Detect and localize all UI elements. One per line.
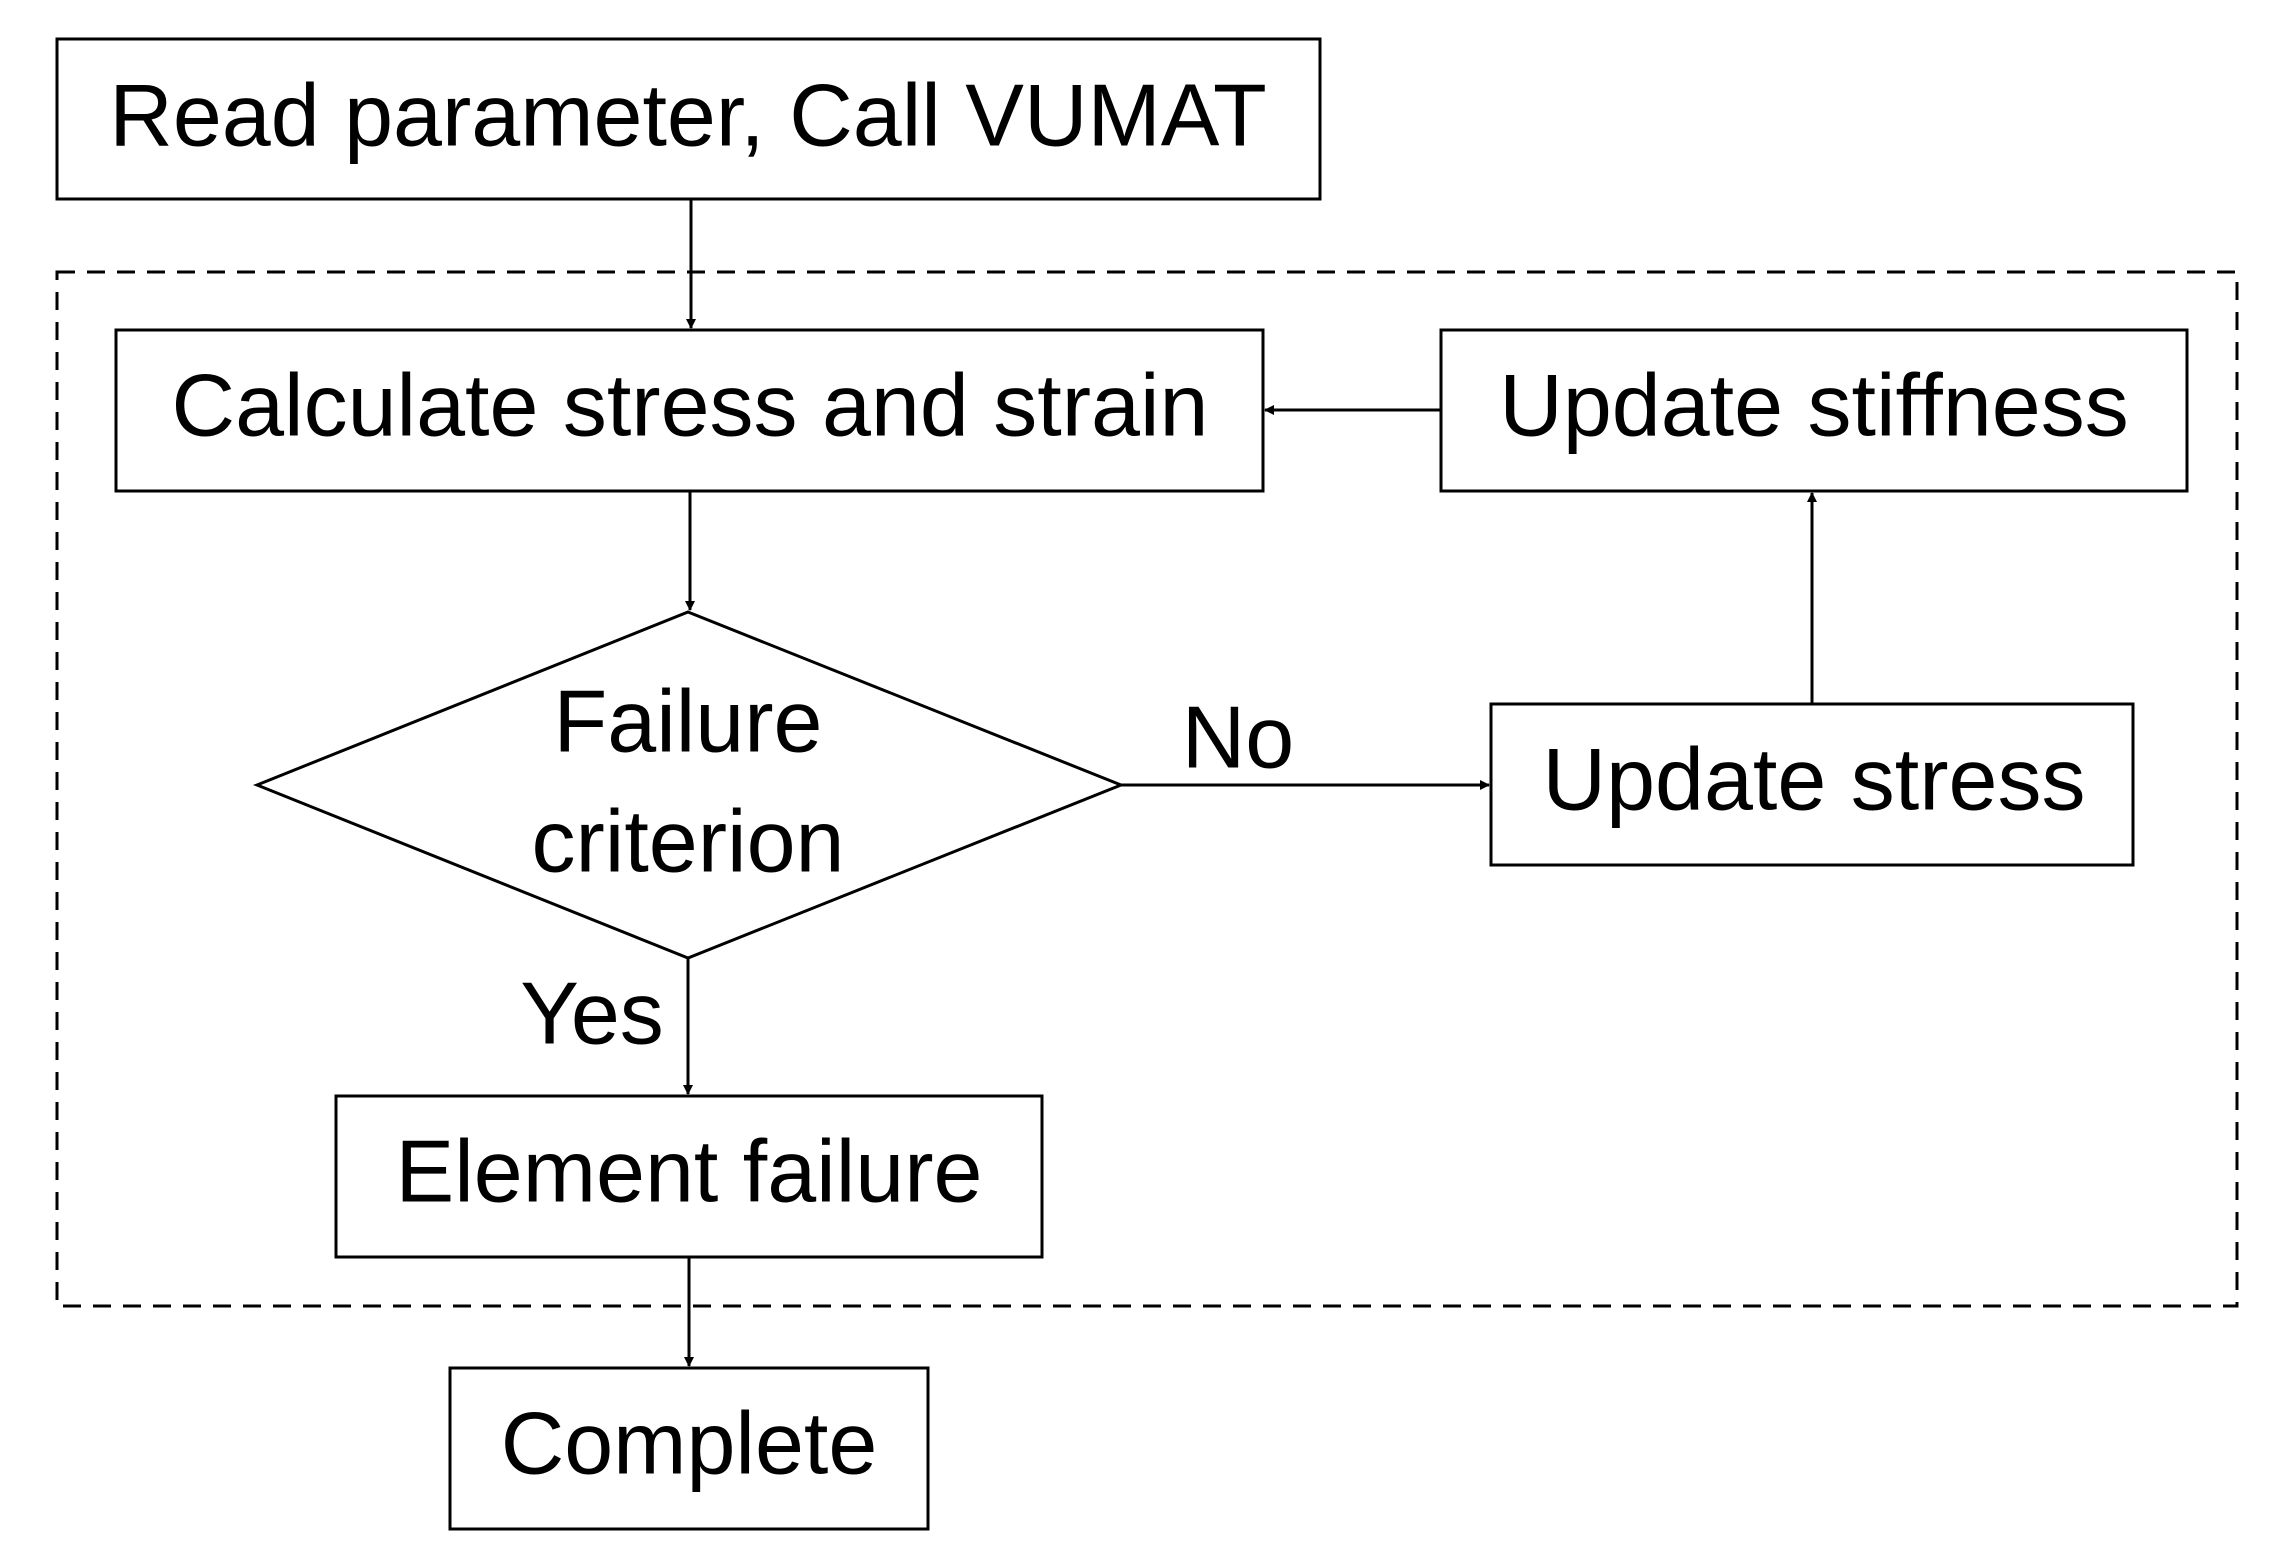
node-read-parameter: Read parameter, Call VUMAT: [55, 37, 1322, 201]
node-complete-label: Complete: [501, 1393, 878, 1492]
node-read-parameter-label: Read parameter, Call VUMAT: [109, 65, 1266, 164]
edge-label-yes: Yes: [520, 963, 664, 1062]
node-complete: Complete: [448, 1366, 930, 1531]
node-calculate-stress-strain: Calculate stress and strain: [114, 328, 1265, 493]
decision-failure-label-line2: criterion: [532, 791, 845, 890]
node-update-stress-label: Update stress: [1543, 729, 2086, 828]
node-element-failure: Element failure: [334, 1094, 1044, 1259]
edge-label-no: No: [1182, 687, 1295, 786]
node-update-stress: Update stress: [1489, 702, 2135, 867]
node-update-stiffness: Update stiffness: [1439, 328, 2189, 493]
node-update-stiffness-label: Update stiffness: [1499, 355, 2128, 454]
node-calculate-label: Calculate stress and strain: [172, 355, 1209, 454]
decision-failure-label-line1: Failure: [554, 671, 823, 770]
decision-failure-criterion: Failure criterion: [252, 610, 1126, 960]
vumat-loop-frame: [55, 270, 2239, 1308]
node-element-failure-label: Element failure: [396, 1121, 983, 1220]
